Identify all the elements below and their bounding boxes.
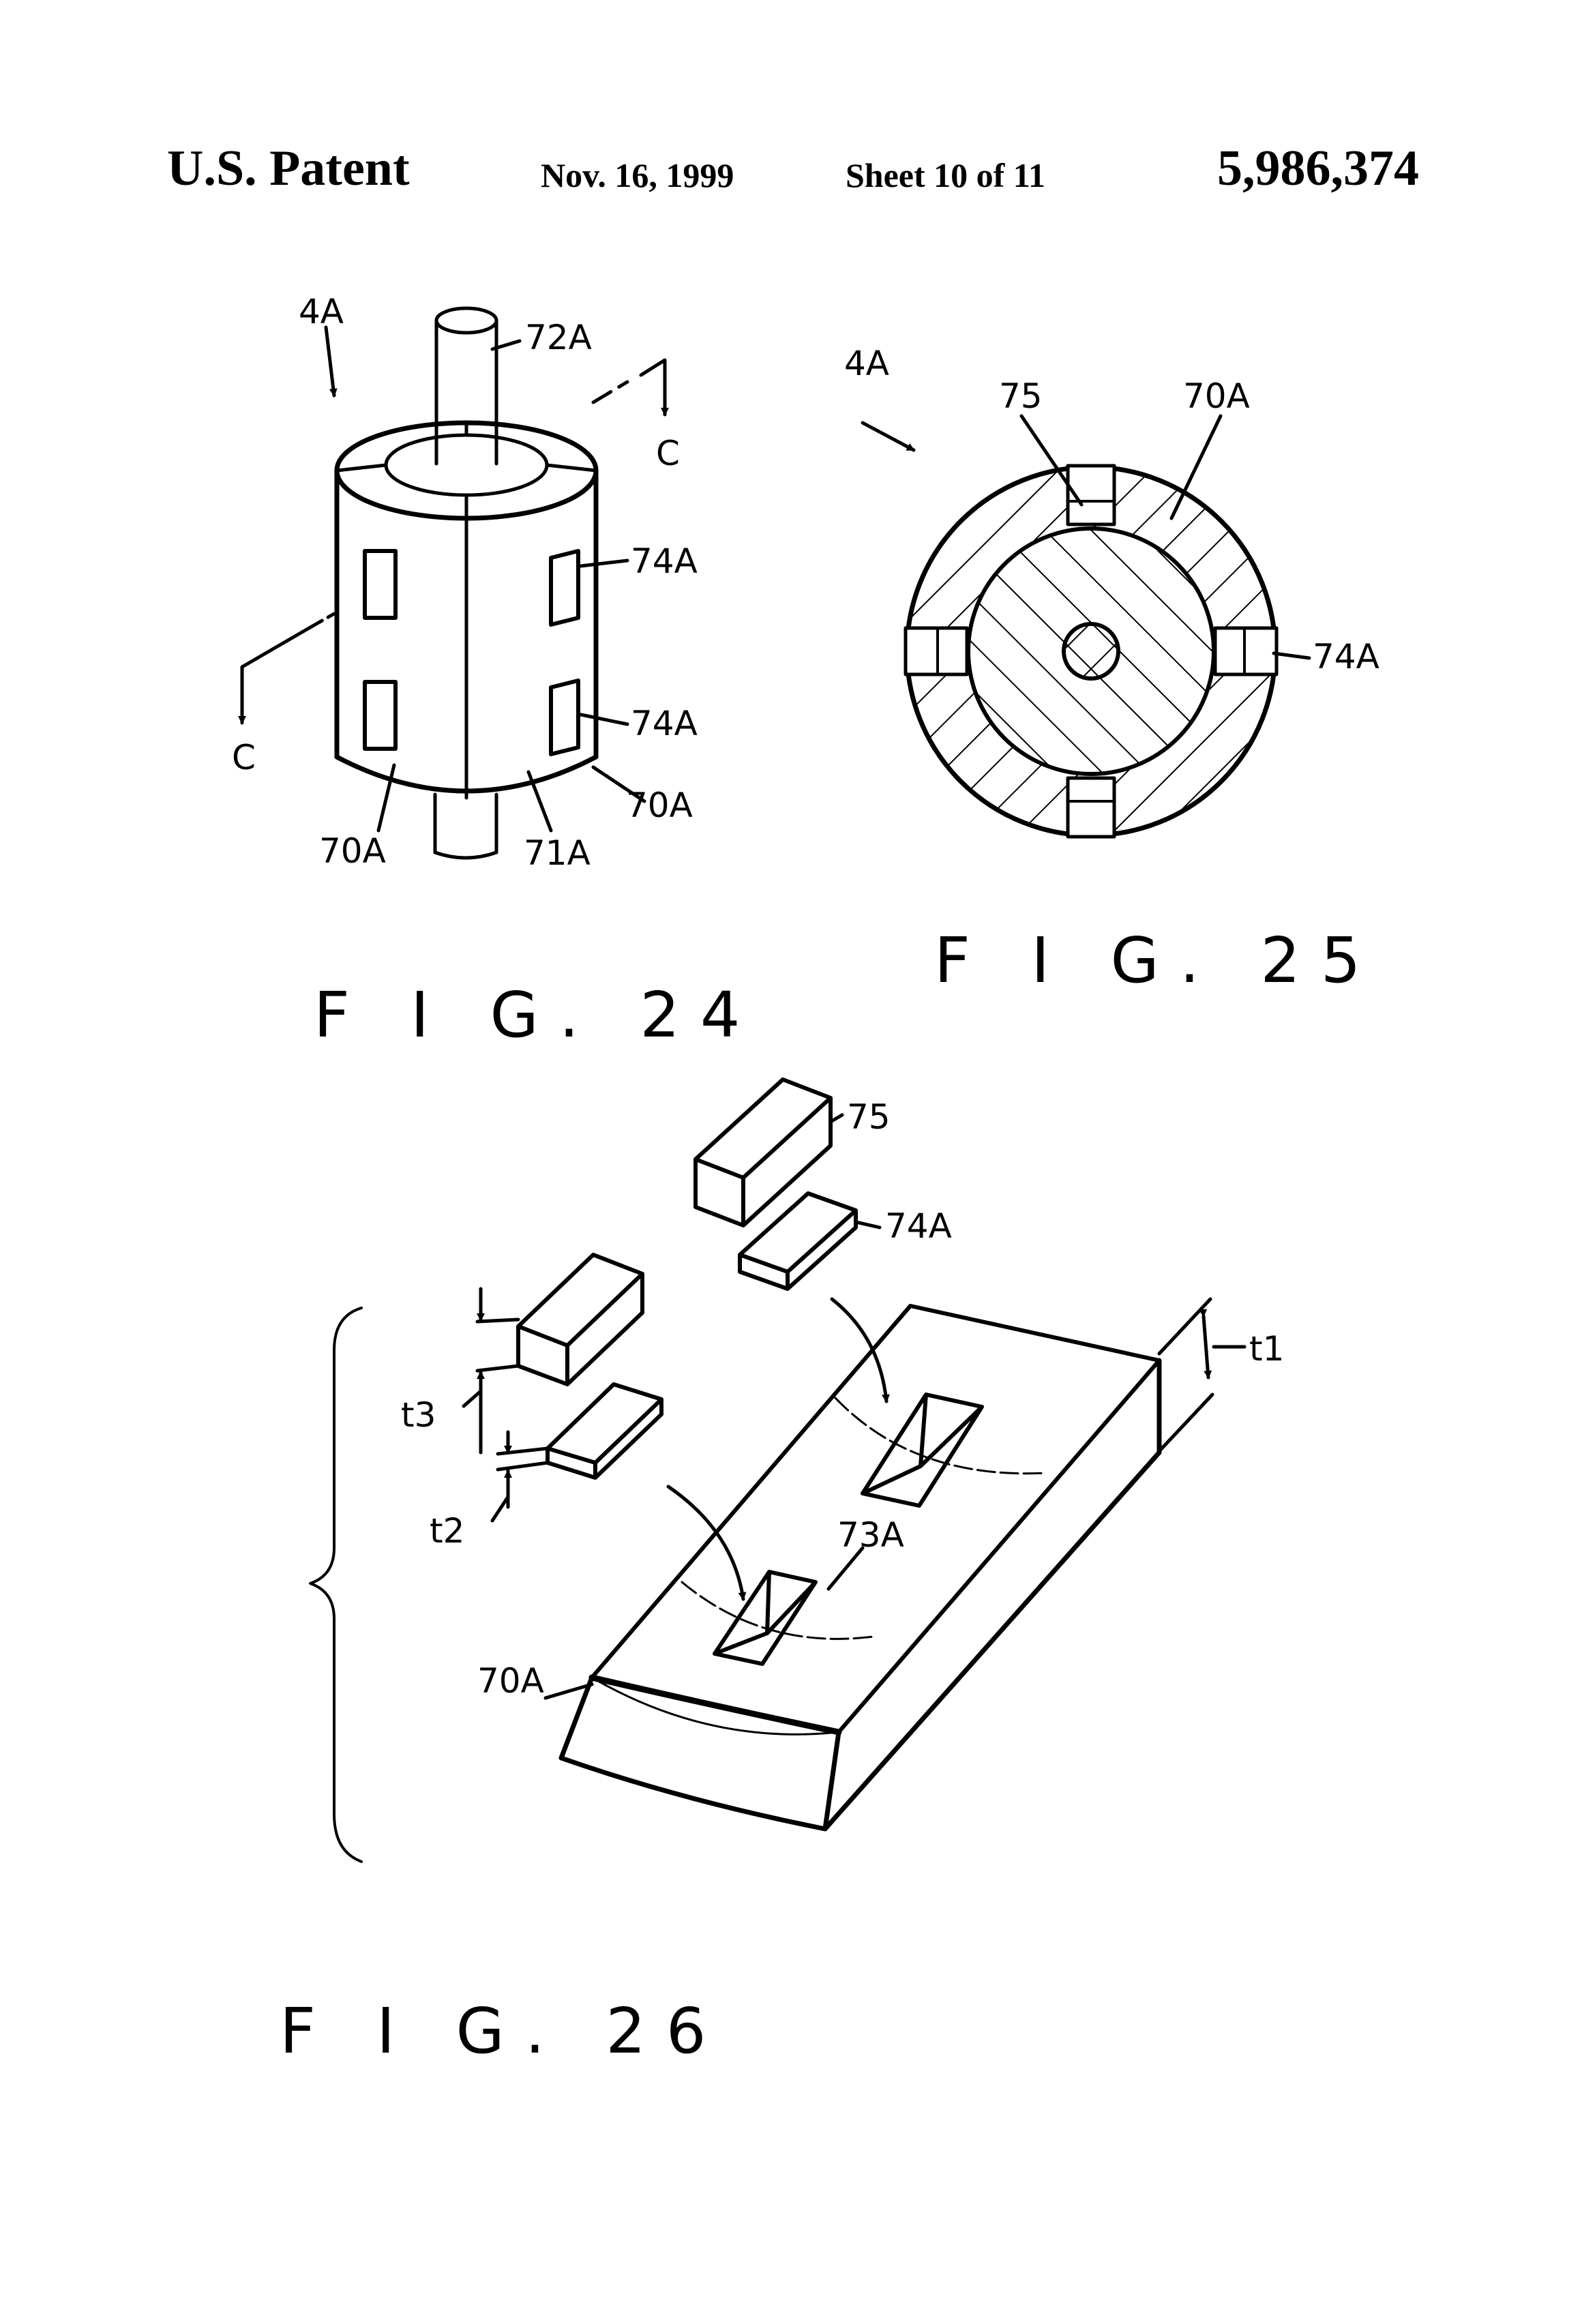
fig25-label-4A: 4A bbox=[844, 344, 889, 383]
fig24-label-70A-left: 70A bbox=[319, 831, 386, 871]
fig25-label-74A: 74A bbox=[1313, 637, 1379, 676]
fig24-label-4A: 4A bbox=[299, 292, 344, 331]
fig24-label-C-bottom: C bbox=[232, 738, 256, 777]
fig26-label-74A: 74A bbox=[885, 1206, 952, 1246]
fig26-label-75: 75 bbox=[847, 1097, 891, 1137]
fig25-label-70A: 70A bbox=[1183, 376, 1250, 416]
fig24-label-72A: 72A bbox=[525, 318, 592, 357]
fig26-label-t3: t3 bbox=[401, 1395, 436, 1435]
fig25-label-75: 75 bbox=[999, 376, 1043, 416]
fig24-label-74A-lower: 74A bbox=[631, 704, 698, 743]
fig24-caption: F I G. 24 bbox=[314, 979, 760, 1052]
fig24-label-71A: 71A bbox=[524, 833, 591, 873]
fig24-label-70A-right: 70A bbox=[626, 786, 693, 825]
fig24-label-C-top: C bbox=[656, 434, 680, 473]
fig24-label-74A-upper: 74A bbox=[631, 541, 698, 581]
fig25-rotor-section bbox=[863, 416, 1309, 837]
fig26-caption: F I G. 26 bbox=[280, 1995, 726, 2068]
fig26-label-70A: 70A bbox=[477, 1661, 544, 1701]
fig26-label-73A: 73A bbox=[837, 1515, 904, 1555]
fig26-core-exploded bbox=[310, 1079, 1244, 1862]
fig25-caption: F I G. 25 bbox=[934, 924, 1381, 997]
fig26-label-t2: t2 bbox=[430, 1511, 464, 1551]
fig26-label-t1: t1 bbox=[1249, 1329, 1284, 1369]
fig24-rotor-perspective bbox=[242, 308, 665, 858]
